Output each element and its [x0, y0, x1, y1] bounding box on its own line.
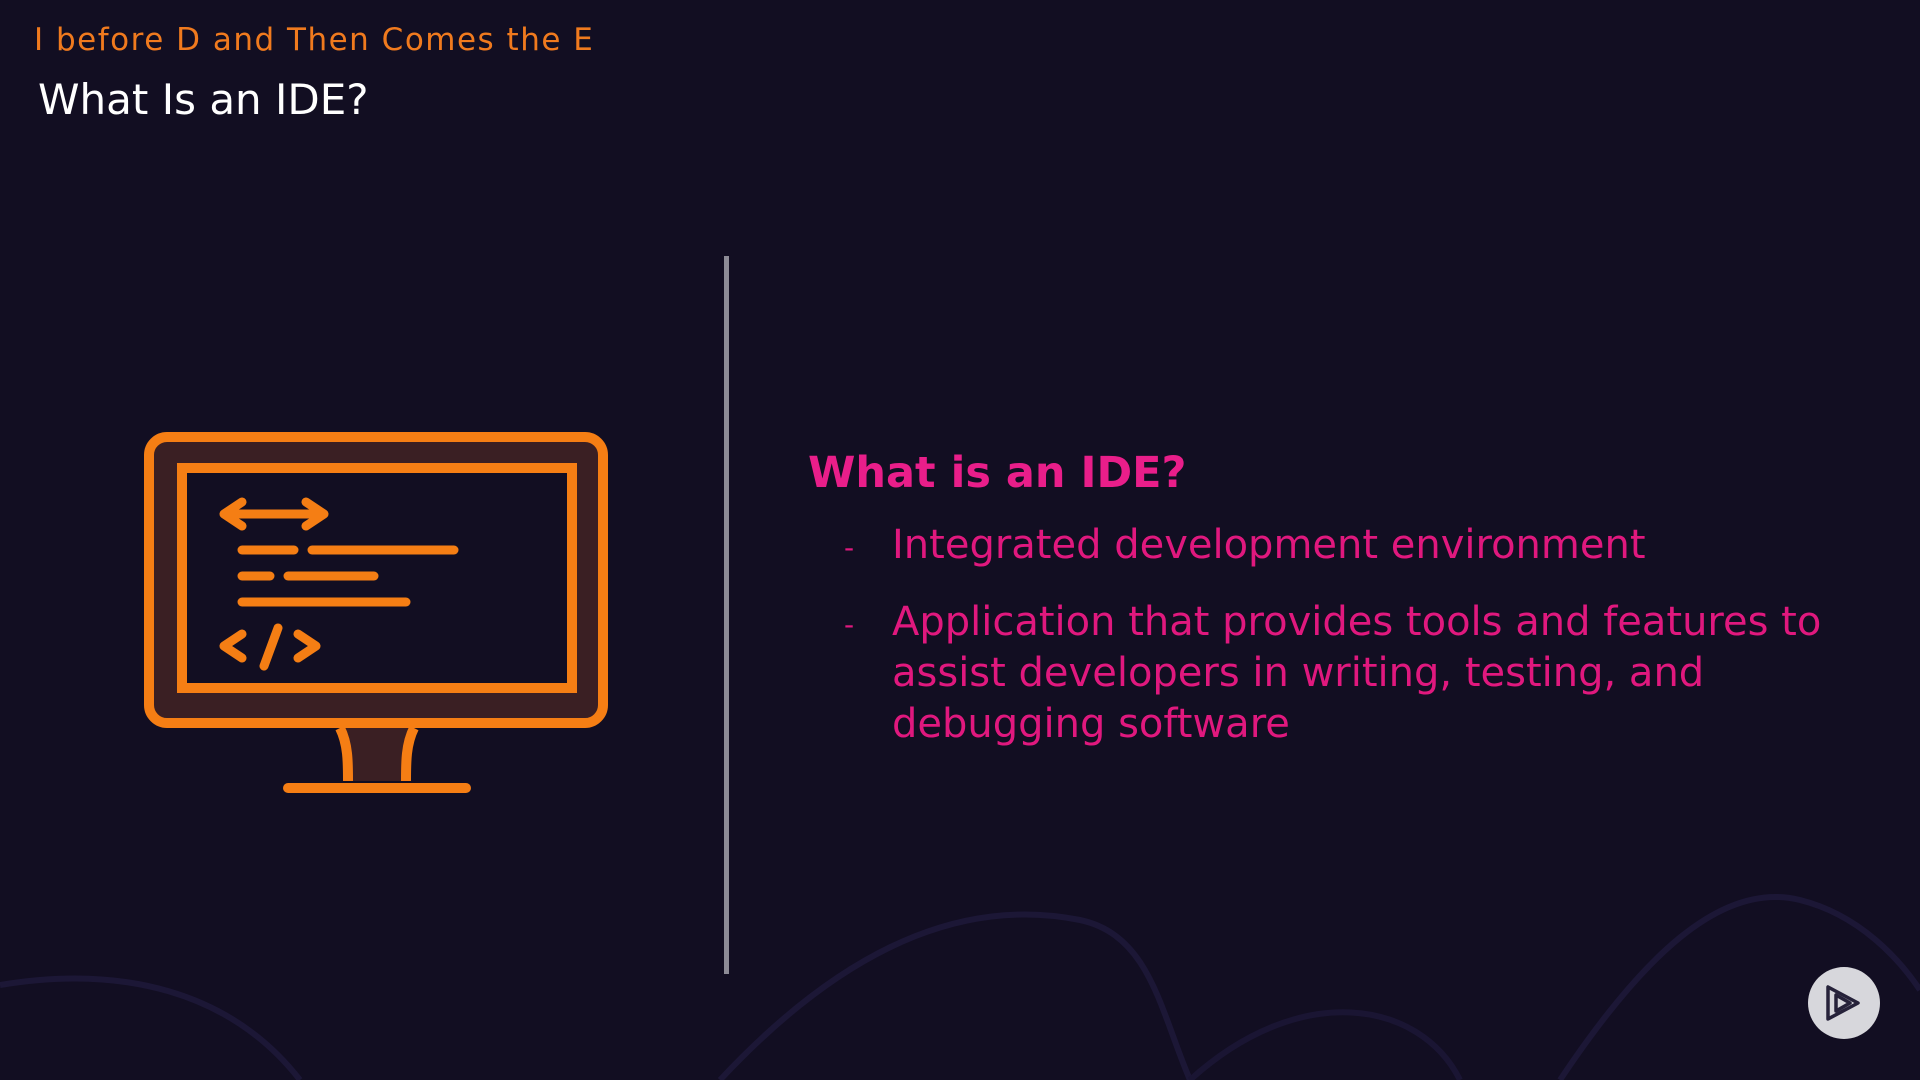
bullet-list: - Integrated development environment - A…: [808, 520, 1848, 750]
play-logo-icon: [1808, 967, 1880, 1039]
section-overline: I before D and Then Comes the E: [34, 22, 595, 58]
bullet-text: Application that provides tools and feat…: [892, 599, 1822, 747]
bullet-text: Integrated development environment: [892, 522, 1646, 568]
bullet-marker: -: [844, 531, 855, 564]
bullet-item: - Integrated development environment: [808, 520, 1848, 571]
bullet-item: - Application that provides tools and fe…: [808, 597, 1848, 750]
vertical-divider: [724, 256, 729, 974]
content-panel: What is an IDE? - Integrated development…: [808, 448, 1848, 776]
computer-monitor-code-icon: -->: [144, 432, 608, 793]
page-title: What Is an IDE?: [38, 75, 369, 124]
bullet-marker: -: [844, 608, 855, 641]
content-heading: What is an IDE?: [808, 448, 1187, 498]
